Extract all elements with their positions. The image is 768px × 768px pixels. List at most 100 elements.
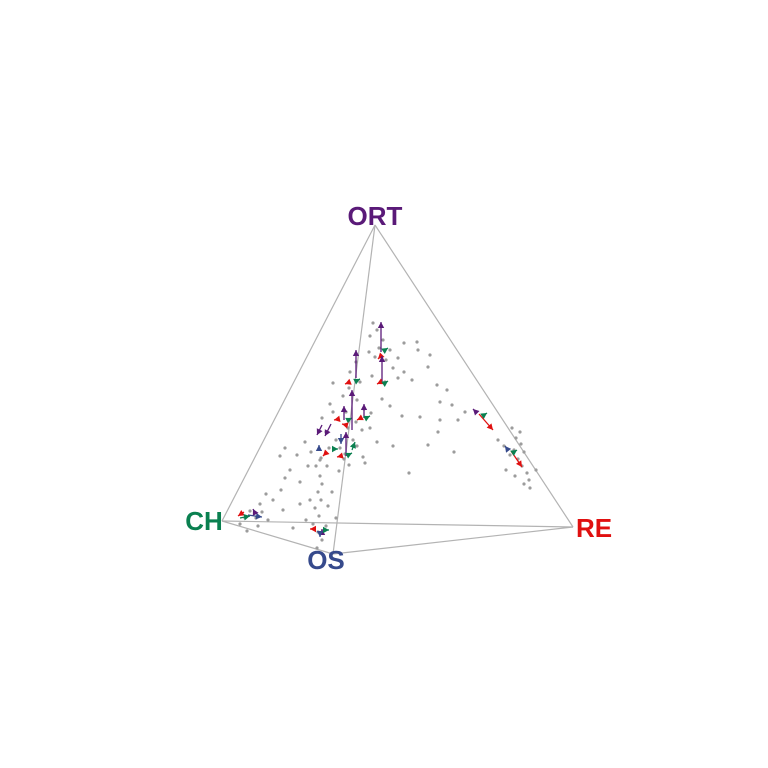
scatter-point [324,524,328,528]
scatter-point [391,444,395,448]
scatter-point [388,348,392,352]
arrow-head [510,450,517,456]
direction-arrow [510,449,518,456]
edge-ch-os [221,520,334,555]
scatter-point [271,498,275,502]
scatter-point [338,446,342,450]
arrow-head [360,404,368,410]
scatter-point [281,508,285,512]
direction-arrow [377,352,385,360]
arrow-head [480,413,487,419]
scatter-point [331,381,335,385]
scatter-point [377,346,381,350]
arrow-head [345,378,352,385]
scatter-point [313,506,317,510]
scatter-point [368,426,372,430]
scatter-point [316,490,320,494]
scatter-point [319,498,323,502]
direction-arrow [336,452,344,459]
direction-arrow [252,508,259,516]
scatter-point [402,370,406,374]
scatter-point [438,400,442,404]
direction-arrow [352,350,360,378]
scatter-point [334,516,338,520]
arrow-head [323,449,330,456]
arrow-head [377,322,385,328]
scatter-point [522,482,526,486]
scatter-point [258,502,262,506]
scatter-point [298,502,302,506]
direction-arrow [310,525,316,533]
scatter-point [363,461,367,465]
arrow-head [332,445,338,453]
scatter-point [317,514,321,518]
scatter-point [264,492,268,496]
scatter-point [248,509,252,513]
edge-ort-os [332,224,376,555]
scatter-point [355,398,359,402]
scatter-point [256,524,260,528]
arrow-head [348,390,356,396]
arrow-head [315,445,323,451]
scatter-point [508,453,512,457]
direction-arrow [315,445,323,451]
arrow-head [337,438,345,444]
arrow-head [243,514,250,521]
arrow-head [334,415,341,422]
scatter-point [435,383,439,387]
scatter-points [238,321,538,550]
scatter-point [260,510,264,514]
scatter-point [522,450,526,454]
scatter-point [452,450,456,454]
scatter-point [445,388,449,392]
scatter-point [304,518,308,522]
arrow-head [357,414,364,421]
scatter-point [320,538,324,542]
scatter-point [534,468,538,472]
scatter-point [375,328,379,332]
scatter-point [347,386,351,390]
scatter-point [328,402,332,406]
direction-arrow [323,526,329,534]
scatter-point [407,471,411,475]
scatter-point [418,415,422,419]
scatter-point [348,370,352,374]
scatter-point [318,474,322,478]
direction-arrow [344,378,352,385]
direction-arrows [237,322,523,537]
scatter-point [320,482,324,486]
scatter-point [283,476,287,480]
scatter-point [504,468,508,472]
scatter-point [513,474,517,478]
arrow-head [337,452,344,459]
edge-ort-ch [221,224,376,522]
arrow-head [353,378,360,385]
direction-arrow [381,347,389,354]
edge-ch-re [221,520,574,528]
scatter-point [375,440,379,444]
scatter-point [361,455,365,459]
arrow-head [323,526,329,534]
vertex-label-os: OS [307,545,345,575]
arrow-head [473,409,480,416]
scatter-point [384,358,388,362]
scatter-point [436,430,440,434]
scatter-point [367,350,371,354]
scatter-point [308,498,312,502]
scatter-point [525,471,529,475]
arrow-head [345,452,352,459]
direction-arrow [239,514,251,521]
arrow-head [340,406,348,412]
arrow-head [316,531,324,537]
scatter-point [360,428,364,432]
scatter-point [391,366,395,370]
direction-arrow [316,424,323,436]
scatter-point [311,522,315,526]
scatter-point [426,443,430,447]
scatter-point [354,420,358,424]
direction-arrow [345,417,353,424]
scatter-point [337,469,341,473]
scatter-point [298,480,302,484]
direction-arrow [337,434,345,444]
edge-ort-re [374,224,574,528]
